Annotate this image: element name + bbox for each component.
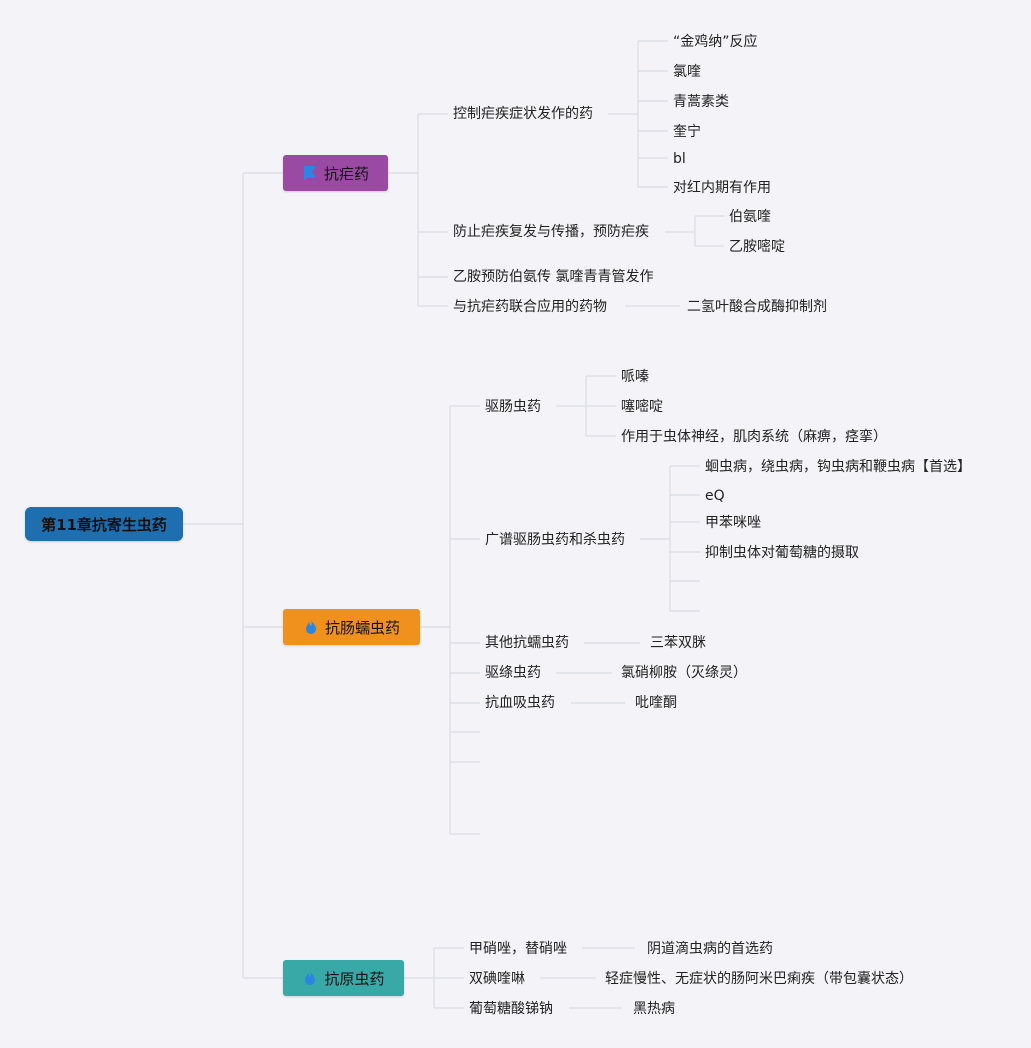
leaf-piperazine[interactable]: 哌嗪 (621, 369, 649, 385)
leaf-kala-azar[interactable]: 黑热病 (633, 1001, 675, 1017)
leaf-niclosamide[interactable]: 氯硝柳胺（灭绦灵） (621, 665, 747, 681)
topic-prevent-relapse[interactable]: 防止疟疾复发与传播，预防疟疾 (453, 224, 649, 240)
branch-antiprotozoal[interactable]: 抗原虫药 (283, 960, 404, 996)
leaf-quinine-reaction[interactable]: “金鸡纳”反应 (673, 34, 758, 50)
flag-icon (303, 166, 316, 180)
leaf-erythrocytic-stage[interactable]: 对红内期有作用 (673, 180, 771, 196)
leaf-praziquantel[interactable]: 吡喹酮 (635, 695, 677, 711)
leaf-glucose-uptake[interactable]: 抑制虫体对葡萄糖的摄取 (705, 545, 859, 561)
leaf-primaquine[interactable]: 伯氨喹 (729, 209, 771, 225)
topic-mnemonic[interactable]: 乙胺预防伯氨传 氯喹青青管发作 (453, 269, 654, 285)
leaf-quinine[interactable]: 奎宁 (673, 124, 701, 140)
leaf-eq[interactable]: eQ (705, 488, 725, 504)
leaf-nerve-muscle-action[interactable]: 作用于虫体神经，肌肉系统（麻痹，痉挛） (621, 429, 887, 445)
leaf-first-choice-worms[interactable]: 蛔虫病，绕虫病，钩虫病和鞭虫病【首选】 (705, 459, 971, 475)
fire-icon (305, 619, 316, 634)
topic-sodium-stibogluconate[interactable]: 葡萄糖酸锑钠 (469, 1001, 553, 1017)
leaf-dhps-inhibitor[interactable]: 二氢叶酸合成酶抑制剂 (687, 299, 827, 315)
topic-control-symptoms[interactable]: 控制疟疾症状发作的药 (453, 106, 593, 122)
leaf-trichomoniasis[interactable]: 阴道滴虫病的首选药 (647, 941, 773, 957)
root-topic-label: 第11章抗寄生虫药 (41, 515, 167, 534)
leaf-pyrantel[interactable]: 噻嘧啶 (621, 399, 663, 415)
leaf-mebendazole[interactable]: 甲苯咪唑 (705, 515, 761, 531)
leaf-chloroquine[interactable]: 氯喹 (673, 64, 701, 80)
topic-combination-drugs[interactable]: 与抗疟药联合应用的药物 (453, 299, 607, 315)
branch-label: 抗原虫药 (324, 969, 385, 988)
topic-schistosomiasis[interactable]: 抗血吸虫药 (485, 695, 555, 711)
leaf-tribendimidine[interactable]: 三苯双脒 (650, 635, 706, 651)
leaf-pyrimethamine[interactable]: 乙胺嘧啶 (729, 239, 785, 255)
topic-broad-spectrum[interactable]: 广谱驱肠虫药和杀虫药 (485, 532, 625, 548)
branch-antimalarial[interactable]: 抗疟药 (283, 155, 388, 191)
topic-metronidazole[interactable]: 甲硝唑，替硝唑 (469, 941, 567, 957)
fire-icon (305, 970, 316, 985)
branch-label: 抗疟药 (323, 164, 369, 183)
branch-anthelmintic[interactable]: 抗肠蠕虫药 (283, 609, 420, 645)
leaf-artemisinin[interactable]: 青蒿素类 (673, 94, 729, 110)
leaf-bl[interactable]: bl (673, 151, 686, 167)
topic-other-anthelmintic[interactable]: 其他抗蠕虫药 (485, 635, 569, 651)
topic-tapeworm-drugs[interactable]: 驱绦虫药 (485, 665, 541, 681)
root-topic[interactable]: 第11章抗寄生虫药 (25, 507, 183, 541)
leaf-amoebic-dysentery[interactable]: 轻症慢性、无症状的肠阿米巴痢疾（带包囊状态） (605, 971, 913, 987)
topic-intestinal-worm-drugs[interactable]: 驱肠虫药 (485, 399, 541, 415)
topic-diiodohydroxyquinoline[interactable]: 双碘喹啉 (469, 971, 525, 987)
branch-label: 抗肠蠕虫药 (324, 618, 400, 637)
